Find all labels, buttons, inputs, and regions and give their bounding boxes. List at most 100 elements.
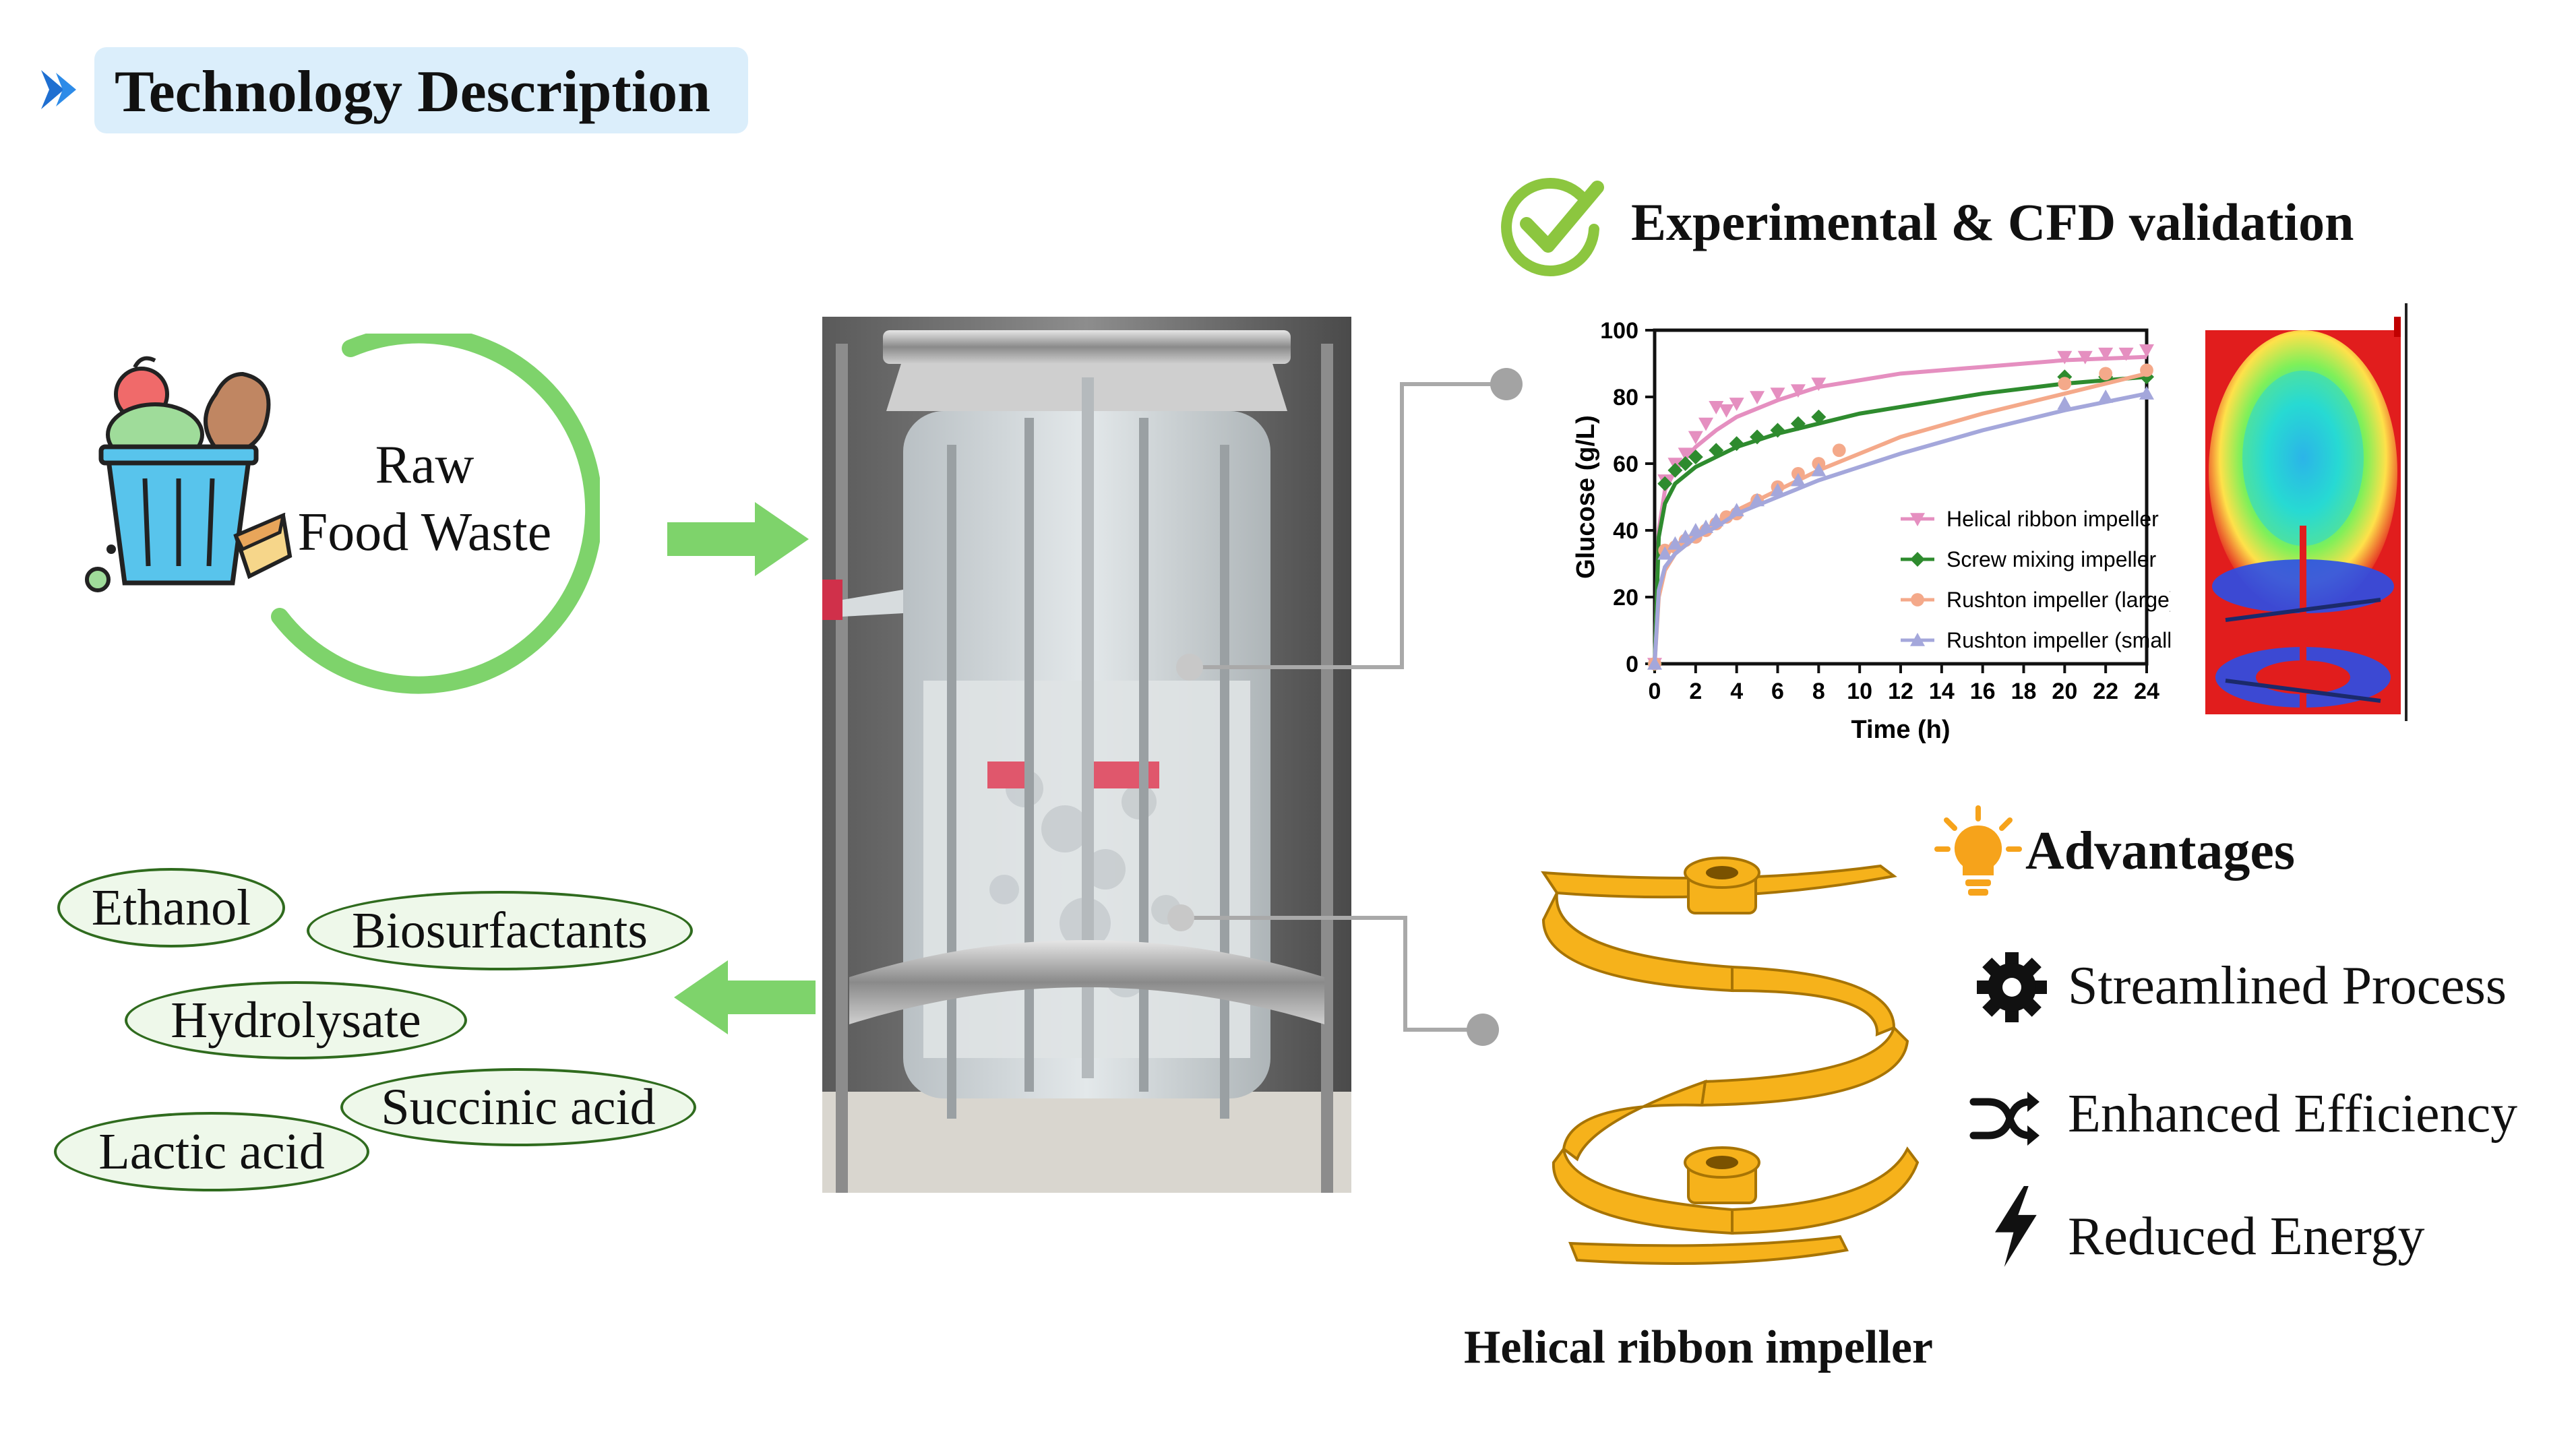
data-point (1729, 398, 1744, 411)
x-tick-label: 6 (1771, 679, 1784, 704)
data-point (2139, 344, 2154, 358)
data-point (2057, 350, 2073, 365)
data-point (1667, 462, 1683, 478)
product-biosurfactants: Biosurfactants (307, 891, 693, 970)
x-tick-label: 2 (1689, 679, 1702, 704)
product-lactic-acid: Lactic acid (54, 1112, 369, 1191)
data-point (1678, 447, 1693, 462)
data-point (1709, 513, 1724, 526)
data-point (1698, 417, 1714, 431)
data-point (1811, 377, 1827, 392)
data-point (2058, 377, 2072, 391)
y-tick-label: 60 (1613, 452, 1638, 477)
x-tick-label: 20 (2052, 679, 2077, 704)
chevron-right-icon (41, 70, 76, 109)
legend-marker (1910, 513, 1925, 526)
advantage-streamlined-process: Streamlined Process (2068, 956, 2507, 1016)
data-point (1719, 404, 1734, 418)
title-banner (94, 47, 748, 133)
data-point (2140, 363, 2153, 377)
helical-ribbon-impeller-image (1541, 857, 1920, 1265)
data-point (1811, 409, 1827, 425)
data-point (1698, 520, 1714, 533)
legend-marker (1911, 593, 1924, 607)
x-tick-label: 10 (1847, 679, 1872, 704)
data-point (1709, 443, 1724, 458)
data-point (1770, 483, 1785, 497)
data-point (1657, 546, 1673, 560)
data-point (2099, 367, 2113, 381)
data-point (2098, 347, 2114, 361)
check-circle-icon (1501, 178, 1604, 276)
legend-label: Screw mixing impeller (1946, 547, 2157, 571)
cycle-ring (271, 334, 600, 694)
data-point (2139, 386, 2154, 400)
x-tick-label: 12 (1888, 679, 1913, 704)
y-tick-label: 100 (1600, 318, 1638, 344)
advantages-title: Advantages (2025, 821, 2296, 881)
x-tick-label: 0 (1649, 679, 1661, 704)
chart-series (1647, 344, 2154, 671)
data-point (1729, 436, 1744, 452)
cfd-contour-image (2205, 303, 2408, 721)
product-ethanol: Ethanol (57, 868, 285, 947)
lightbulb-icon (1934, 805, 2022, 896)
data-point (1647, 656, 1662, 670)
y-tick-label: 20 (1613, 585, 1638, 611)
legend-label: Rushton impeller (small) (1946, 628, 2170, 652)
data-point (1657, 476, 1673, 491)
y-tick-label: 80 (1613, 385, 1638, 410)
x-tick-label: 18 (2011, 679, 2037, 704)
arrow-left-icon (674, 960, 816, 1034)
data-point (1770, 423, 1785, 438)
data-point (1678, 529, 1693, 543)
data-point (1688, 449, 1703, 465)
data-point (1790, 384, 1806, 398)
shuffle-icon (1969, 1092, 2040, 1146)
data-point (1729, 503, 1744, 517)
arrow-right-icon (667, 502, 809, 576)
validation-title: Experimental & CFD validation (1631, 193, 2354, 251)
data-point (2118, 347, 2134, 361)
data-point (1811, 462, 1827, 476)
legend-label: Rushton impeller (large) (1946, 588, 2170, 612)
data-point (1832, 443, 1846, 458)
legend-marker (1910, 552, 1925, 567)
data-point (1667, 536, 1683, 550)
product-hydrolysate: Hydrolysate (125, 981, 467, 1059)
data-point (1688, 431, 1703, 445)
advantage-enhanced-efficiency: Enhanced Efficiency (2068, 1084, 2518, 1144)
data-point (1709, 401, 1724, 414)
product-succinic-acid: Succinic acid (340, 1068, 696, 1146)
data-point (1770, 387, 1785, 402)
data-point (1750, 493, 1765, 507)
data-point (1750, 429, 1765, 445)
data-point (1750, 391, 1765, 404)
x-tick-label: 8 (1812, 679, 1825, 704)
raw-food-waste-label: Raw Food Waste (297, 435, 552, 562)
x-tick-label: 24 (2134, 679, 2159, 704)
lightning-bolt-icon (1995, 1186, 2037, 1267)
legend-marker (1910, 633, 1925, 646)
page-title: Technology Description (115, 59, 711, 125)
plot-frame (1653, 328, 2149, 666)
y-tick-label: 40 (1613, 518, 1638, 544)
y-axis-label: Glucose (g/L) (1572, 415, 1600, 579)
data-point (1678, 456, 1693, 471)
data-point (2077, 350, 2093, 365)
series-3 (1647, 386, 2154, 670)
y-tick-label: 0 (1626, 652, 1638, 677)
impeller-caption: Helical ribbon impeller (1463, 1322, 1934, 1373)
legend-label: Helical ribbon impeller (1946, 507, 2159, 531)
bioreactor-photo (822, 317, 1351, 1193)
x-tick-label: 14 (1929, 679, 1955, 704)
x-tick-label: 22 (2093, 679, 2118, 704)
x-tick-label: 16 (1970, 679, 1996, 704)
data-point (2057, 396, 2073, 410)
data-point (1790, 416, 1806, 431)
x-axis-label: Time (h) (1851, 716, 1950, 744)
food-waste-bin-icon (85, 356, 293, 592)
